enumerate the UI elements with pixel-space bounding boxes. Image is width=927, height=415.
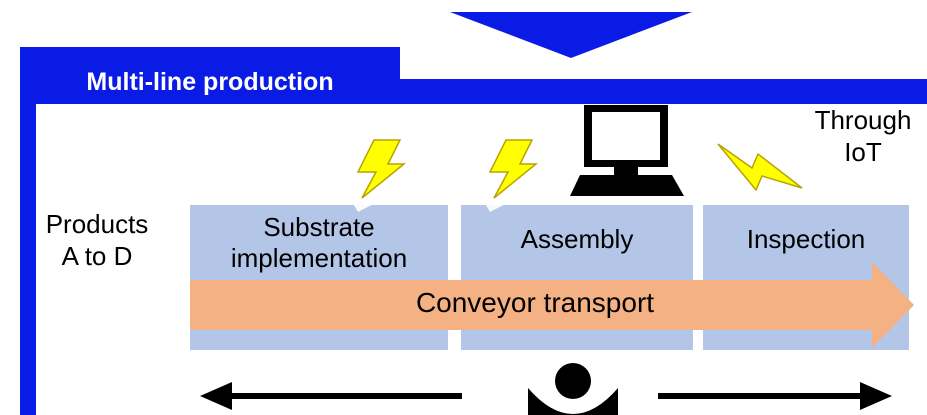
process-label-substrate: Substrate implementation	[190, 212, 448, 274]
products-label: Products A to D	[22, 208, 172, 272]
page-title: Multi-line production	[86, 67, 334, 96]
iot-label-line1: Through	[814, 105, 912, 135]
right-arrow-icon	[658, 382, 892, 410]
frame-top-line	[400, 79, 927, 104]
iot-label: Through IoT	[788, 104, 927, 168]
left-arrow-icon	[200, 382, 462, 410]
process-label-substrate-line2: implementation	[230, 243, 408, 273]
worker-icon	[528, 363, 618, 415]
iot-label-line2: IoT	[844, 137, 882, 167]
conveyor-label: Conveyor transport	[415, 287, 655, 318]
process-label-substrate-line1: Substrate	[263, 212, 375, 242]
process-label-assembly: Assembly	[520, 224, 634, 254]
lightning-icon	[460, 110, 560, 212]
products-label-line2: A to D	[61, 241, 133, 271]
products-label-line1: Products	[45, 209, 149, 239]
lightning-icon	[328, 110, 428, 212]
computer-icon	[570, 105, 684, 196]
process-label-inspection: Inspection	[746, 224, 866, 254]
down-arrow-icon	[450, 12, 692, 58]
